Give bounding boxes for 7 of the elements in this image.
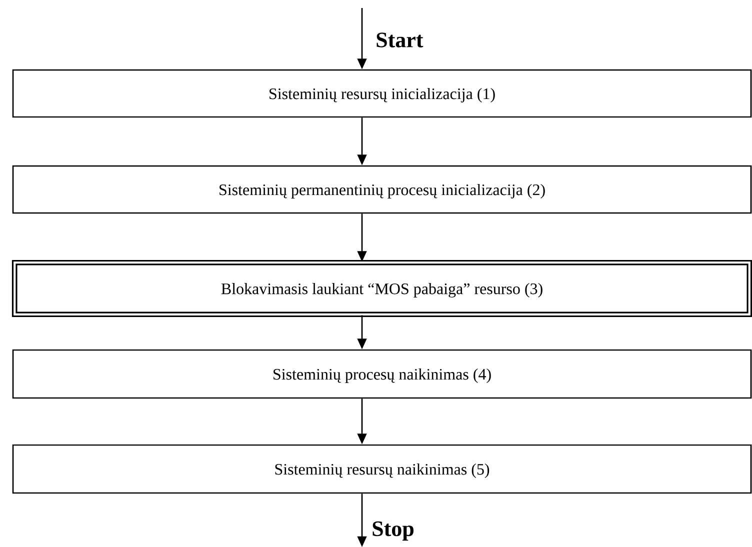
process-box: Sisteminių resursų inicializacija (1) <box>12 69 752 118</box>
edge-label: Stop <box>372 521 414 541</box>
process-box: Sisteminių resursų naikinimas (5) <box>12 444 752 494</box>
process-box: Sisteminių permanentinių procesų inicializacija (2) <box>12 165 752 214</box>
edge-label: Start <box>376 32 424 48</box>
process-box: Blokavimasis laukiant “MOS pabaiga” resurso (3) <box>12 260 752 318</box>
process-box: Sisteminių procesų naikinimas (4) <box>12 349 752 399</box>
